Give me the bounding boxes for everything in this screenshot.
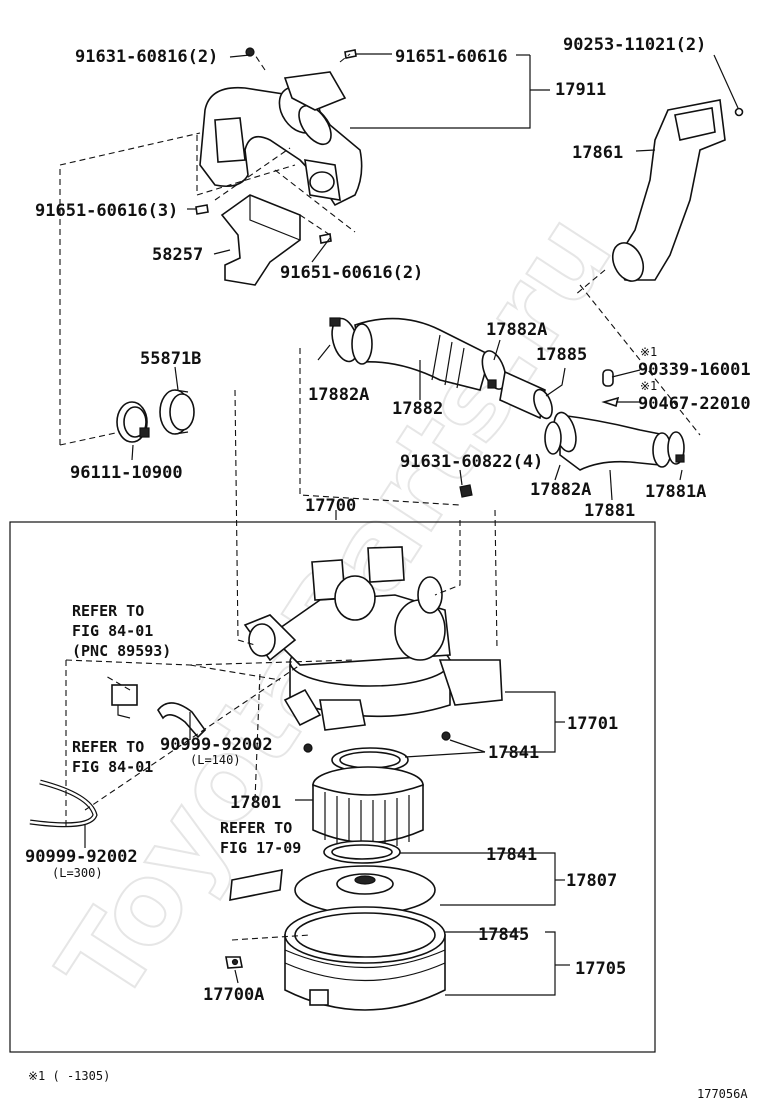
hose-17881 (553, 411, 672, 471)
callout-17882A-left: 17882A (308, 385, 369, 405)
hose-90999-92002-left (29, 779, 98, 828)
cap-17807 (294, 865, 436, 915)
bolt-91631-60816 (245, 47, 255, 57)
callout-17881A: 17881A (645, 482, 706, 502)
clamp-17882A-bottom (544, 421, 562, 455)
callout-96111-10900: 96111-10900 (70, 463, 183, 483)
cleaner-case-17701 (243, 546, 503, 753)
duct-58257 (220, 194, 301, 286)
callout-17700A: 17700A (203, 985, 264, 1005)
clamp-17882A-top (481, 350, 507, 390)
footnote: ※1 ( -1305) (28, 1069, 110, 1083)
bolt-91631-60822 (459, 484, 473, 498)
callout-91631-60816: 91631-60816(2) (75, 47, 218, 67)
bolt-91651-60616-3 (195, 204, 209, 215)
filter-element-17801 (312, 766, 424, 850)
gasket-17841-upper (331, 747, 409, 773)
callouts: 91631-60816(2) 91651-60616 17911 90253-1… (25, 35, 751, 1005)
seal-55871B (159, 389, 195, 435)
gasket-17841-lower (323, 840, 401, 864)
callout-90253-11021: 90253-11021(2) (563, 35, 706, 55)
callout-17882: 17882 (392, 399, 443, 419)
refer-fig84-01-line2: FIG 84-01 (72, 622, 153, 640)
hose-17861 (611, 99, 726, 282)
clamp-96111-10900 (116, 401, 150, 443)
diagram-id: 177056A (697, 1087, 748, 1101)
callout-91651-60616-2: 91651-60616(2) (280, 263, 423, 283)
callout-17882A-bottom: 17882A (530, 480, 591, 500)
callout-17841-lower: 17841 (486, 845, 537, 865)
refer-fig84-01-line1: REFER TO (72, 602, 144, 620)
refer-fig17-09-line1: REFER TO (220, 819, 292, 837)
callout-17861: 17861 (572, 143, 623, 163)
plug-90339-16001 (602, 369, 614, 387)
refer-fig17-09-line2: FIG 17-09 (220, 839, 301, 857)
callout-17911: 17911 (555, 80, 606, 100)
refer-fig84-01-line3: (PNC 89593) (72, 642, 171, 660)
callout-17701: 17701 (567, 714, 618, 734)
callout-17705: 17705 (575, 959, 626, 979)
clip-90467-22010 (601, 396, 620, 408)
dashed-lines (59, 53, 701, 941)
callout-17841-upper: 17841 (488, 743, 539, 763)
hose-17882 (351, 317, 491, 391)
vsv-fig84-01 (111, 684, 138, 719)
callout-91651-60616-top: 91651-60616 (395, 47, 508, 67)
callout-90339-16001: 90339-16001 (638, 360, 751, 380)
callout-17845: 17845 (478, 925, 529, 945)
leader-lines (84, 53, 739, 996)
pipe-17885 (499, 370, 553, 420)
callout-17801: 17801 (230, 793, 281, 813)
clip-17700A (225, 956, 243, 969)
length-300: (L=300) (52, 866, 103, 880)
refer-pad-fig17-09 (229, 869, 283, 901)
refer-notes: REFER TO FIG 84-01 (PNC 89593) REFER TO … (72, 602, 301, 857)
cap-17705 (284, 906, 446, 1011)
hose-90999-92002-mid (157, 702, 207, 739)
bolt-90253-11021 (734, 107, 744, 117)
callout-90999-92002-left: 90999-92002 (25, 847, 138, 867)
callout-91631-60822: 91631-60822(4) (400, 452, 543, 472)
callout-17807: 17807 (566, 871, 617, 891)
clamp-17882A-left (329, 317, 359, 363)
bolt-91651-60616-top (344, 49, 357, 59)
intake-hose-17911 (199, 71, 363, 207)
refer-fig84-01b-line1: REFER TO (72, 738, 144, 756)
callout-90999-92002-mid: 90999-92002 (160, 735, 273, 755)
clamp-17881A (667, 431, 685, 465)
callout-58257: 58257 (152, 245, 203, 265)
assembly-box (9, 521, 656, 1053)
note-mark-1a: ※1 (640, 345, 657, 359)
note-mark-1b: ※1 (640, 379, 657, 393)
callout-17885: 17885 (536, 345, 587, 365)
callout-17882A-top: 17882A (486, 320, 547, 340)
callout-91651-60616-3: 91651-60616(3) (35, 201, 178, 221)
callout-90467-22010: 90467-22010 (638, 394, 751, 414)
length-140: (L=140) (190, 753, 241, 767)
callout-55871B: 55871B (140, 349, 201, 369)
refer-fig84-01b-line2: FIG 84-01 (72, 758, 153, 776)
callout-17881: 17881 (584, 501, 635, 521)
callout-17700: 17700 (305, 496, 356, 516)
